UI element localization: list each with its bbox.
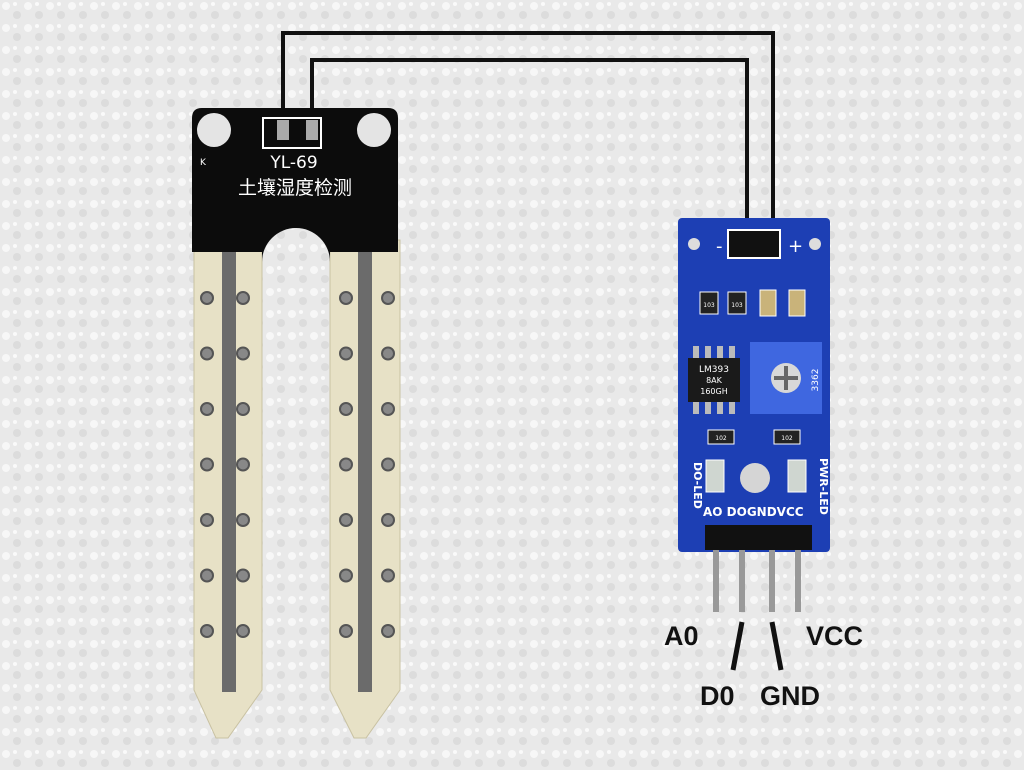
probe-pad bbox=[339, 291, 353, 305]
pin-label-d0: D0 bbox=[700, 681, 735, 711]
probe-chinese-label: 土壤湿度检测 bbox=[238, 177, 352, 199]
probe-pad bbox=[381, 346, 395, 361]
probe-pad bbox=[339, 568, 353, 583]
probe-pad bbox=[200, 346, 214, 361]
pin-silkscreen: AO DOGNDVCC bbox=[703, 505, 804, 519]
probe-pad bbox=[236, 346, 250, 361]
probe-pad bbox=[236, 568, 250, 583]
wires bbox=[281, 31, 775, 225]
sensor-module: - + 103 103 LM393 8AK 160GH 3362 102 102… bbox=[678, 218, 830, 671]
probe-pad bbox=[200, 513, 214, 527]
mount-hole-right bbox=[357, 113, 391, 147]
svg-text:160GH: 160GH bbox=[700, 387, 727, 396]
probe-model-label: YL-69 bbox=[269, 153, 317, 173]
svg-text:102: 102 bbox=[781, 435, 793, 442]
svg-text:103: 103 bbox=[703, 302, 715, 309]
probe-pad bbox=[339, 624, 353, 638]
probe-pad bbox=[381, 513, 395, 527]
lm393-chip bbox=[688, 358, 740, 402]
probe-pad bbox=[381, 291, 395, 305]
header-outline bbox=[262, 117, 322, 149]
probe-pad bbox=[236, 457, 250, 472]
module-bottom-header bbox=[705, 525, 812, 550]
probe-pad bbox=[200, 402, 214, 416]
mount-hole-left bbox=[197, 113, 231, 147]
probe: YL-69 土壤湿度检测 K bbox=[192, 108, 401, 739]
plus-mark: + bbox=[788, 236, 803, 257]
pin-label-gnd: GND bbox=[760, 681, 820, 711]
probe-pad bbox=[381, 624, 395, 638]
probe-pad bbox=[381, 402, 395, 416]
trace-right bbox=[358, 252, 372, 692]
probe-pad bbox=[339, 402, 353, 416]
probe-pad bbox=[236, 513, 250, 527]
probe-pad bbox=[236, 624, 250, 638]
svg-text:8AK: 8AK bbox=[706, 376, 723, 385]
probe-pad bbox=[339, 457, 353, 472]
probe-corner-mark: K bbox=[200, 158, 207, 168]
probe-pad bbox=[381, 457, 395, 472]
probe-pads bbox=[200, 291, 395, 638]
pwr-led-label: PWR-LED bbox=[817, 458, 830, 515]
chip-text: LM393 bbox=[699, 365, 729, 375]
pin-label-a0: A0 bbox=[664, 621, 699, 651]
probe-head bbox=[192, 108, 398, 262]
wire-outer bbox=[281, 31, 775, 225]
probe-pad bbox=[236, 291, 250, 305]
svg-text:103: 103 bbox=[731, 302, 743, 309]
probe-pad bbox=[200, 624, 214, 638]
do-led-label: DO-LED bbox=[691, 462, 704, 509]
trace-left bbox=[222, 252, 236, 692]
probe-pad bbox=[200, 568, 214, 583]
probe-pad bbox=[339, 513, 353, 527]
module-pins bbox=[713, 550, 801, 612]
probe-pad bbox=[339, 346, 353, 361]
minus-mark: - bbox=[716, 236, 723, 257]
svg-text:102: 102 bbox=[715, 435, 727, 442]
probe-pad bbox=[381, 568, 395, 583]
probe-pad bbox=[200, 457, 214, 472]
pin-leader-lines bbox=[730, 621, 784, 671]
probe-pad bbox=[236, 402, 250, 416]
module-top-header bbox=[727, 229, 781, 259]
wire-inner bbox=[310, 58, 749, 225]
pin-label-vcc: VCC bbox=[806, 621, 863, 651]
probe-pad bbox=[200, 291, 214, 305]
pot-label: 3362 bbox=[811, 369, 821, 392]
